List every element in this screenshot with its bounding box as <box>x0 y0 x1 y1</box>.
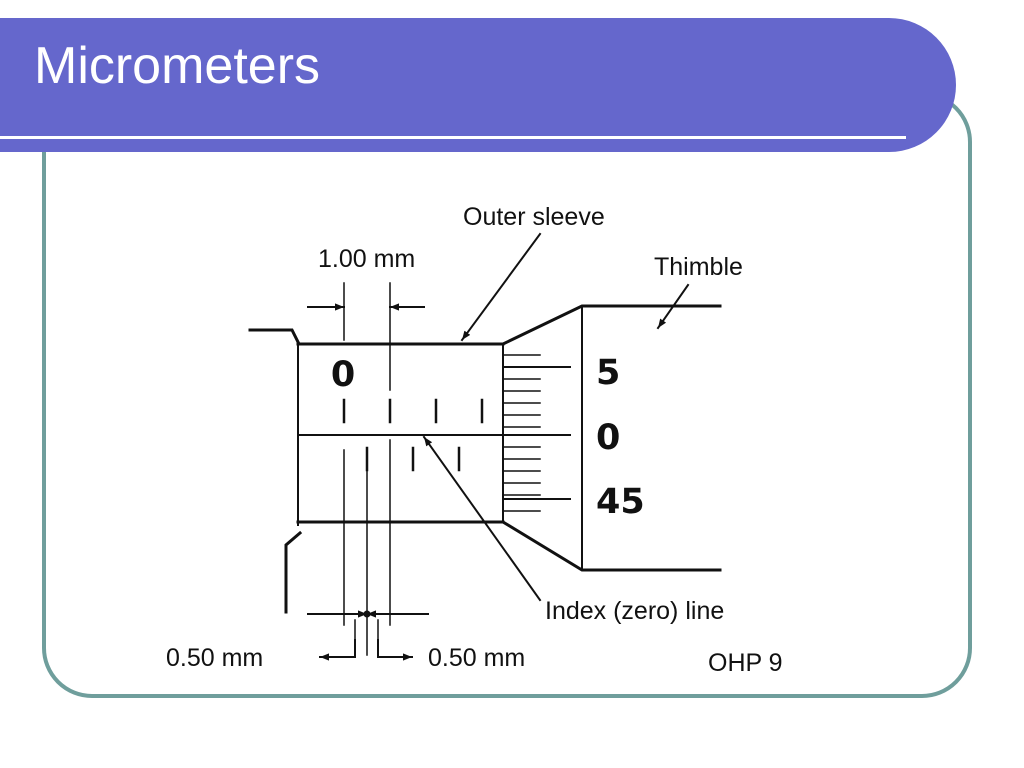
title-underline <box>0 136 906 139</box>
slide-content-frame <box>42 92 972 698</box>
leader-outer-sleeve <box>460 232 542 342</box>
slide-reference: OHP 9 <box>708 649 783 677</box>
leader-half-mm-right <box>377 639 413 661</box>
thimble-numeral-above: 5 <box>596 353 620 393</box>
label-half-mm-right: 0.50 mm <box>428 644 525 672</box>
sleeve-half-mm-graduations <box>365 446 461 472</box>
leader-thimble <box>656 283 690 330</box>
thimble-numeral-zero: 0 <box>596 418 620 458</box>
leader-index-line <box>422 435 542 602</box>
thimble-numeral-below: 45 <box>596 482 645 522</box>
label-half-mm-left: 0.50 mm <box>166 644 263 672</box>
sleeve-mm-graduations <box>342 398 484 424</box>
slide-title: Micrometers <box>34 37 321 95</box>
frame-outline-top <box>248 328 301 345</box>
label-index-line: Index (zero) line <box>545 597 724 625</box>
label-one-mm: 1.00 mm <box>318 245 415 273</box>
frame-outline-bottom <box>284 530 303 614</box>
sleeve-zero-numeral: 0 <box>331 355 355 395</box>
label-thimble: Thimble <box>654 253 743 281</box>
title-bar: Micrometers <box>0 18 956 152</box>
thimble-graduations <box>502 354 571 512</box>
half-mm-center-dot <box>363 610 371 618</box>
label-outer-sleeve: Outer sleeve <box>463 203 605 231</box>
leader-half-mm-left <box>319 639 356 661</box>
